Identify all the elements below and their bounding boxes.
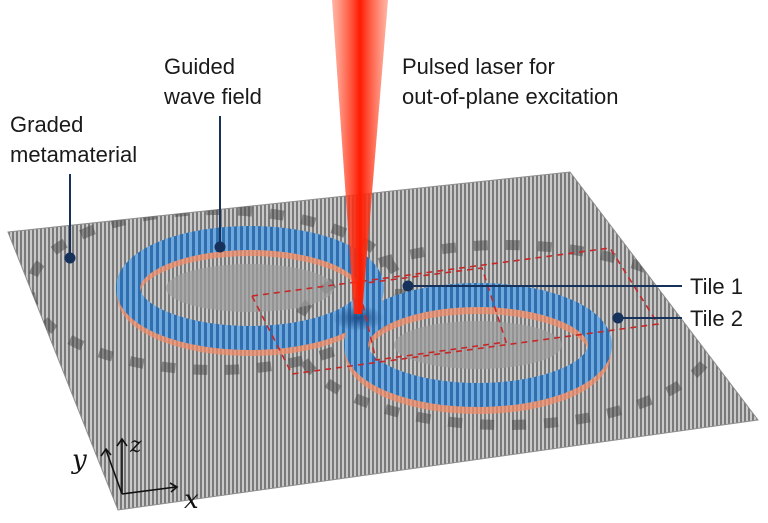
metamaterial-plate [7, 171, 759, 511]
tile-1-box [357, 267, 508, 361]
guided-wave-label-line1: Guided [164, 54, 235, 79]
graded-metamaterial-label-line2: metamaterial [10, 142, 137, 167]
x-axis-label: x [184, 485, 199, 515]
laser-label-line2: out-of-plane excitation [402, 84, 618, 109]
laser-label-line1: Pulsed laser for [402, 54, 555, 79]
wave-lobe-left [116, 226, 384, 356]
leader-lines [64, 116, 682, 324]
y-axis-label: y [71, 445, 87, 475]
z-axis-label: z [129, 433, 142, 458]
coordinate-axes [100, 437, 179, 495]
wave-lobe-right [344, 283, 612, 414]
guided-wave-field [116, 226, 612, 414]
guided-wave-label-line2: wave field [163, 84, 262, 109]
graded-metamaterial-label-line1: Graded [10, 112, 83, 137]
tile-2-box [250, 247, 660, 375]
excitation-spot [332, 305, 384, 331]
tile-1-label: Tile 1 [690, 274, 743, 299]
laser-beam [332, 0, 388, 314]
tile-2-label: Tile 2 [690, 306, 743, 331]
